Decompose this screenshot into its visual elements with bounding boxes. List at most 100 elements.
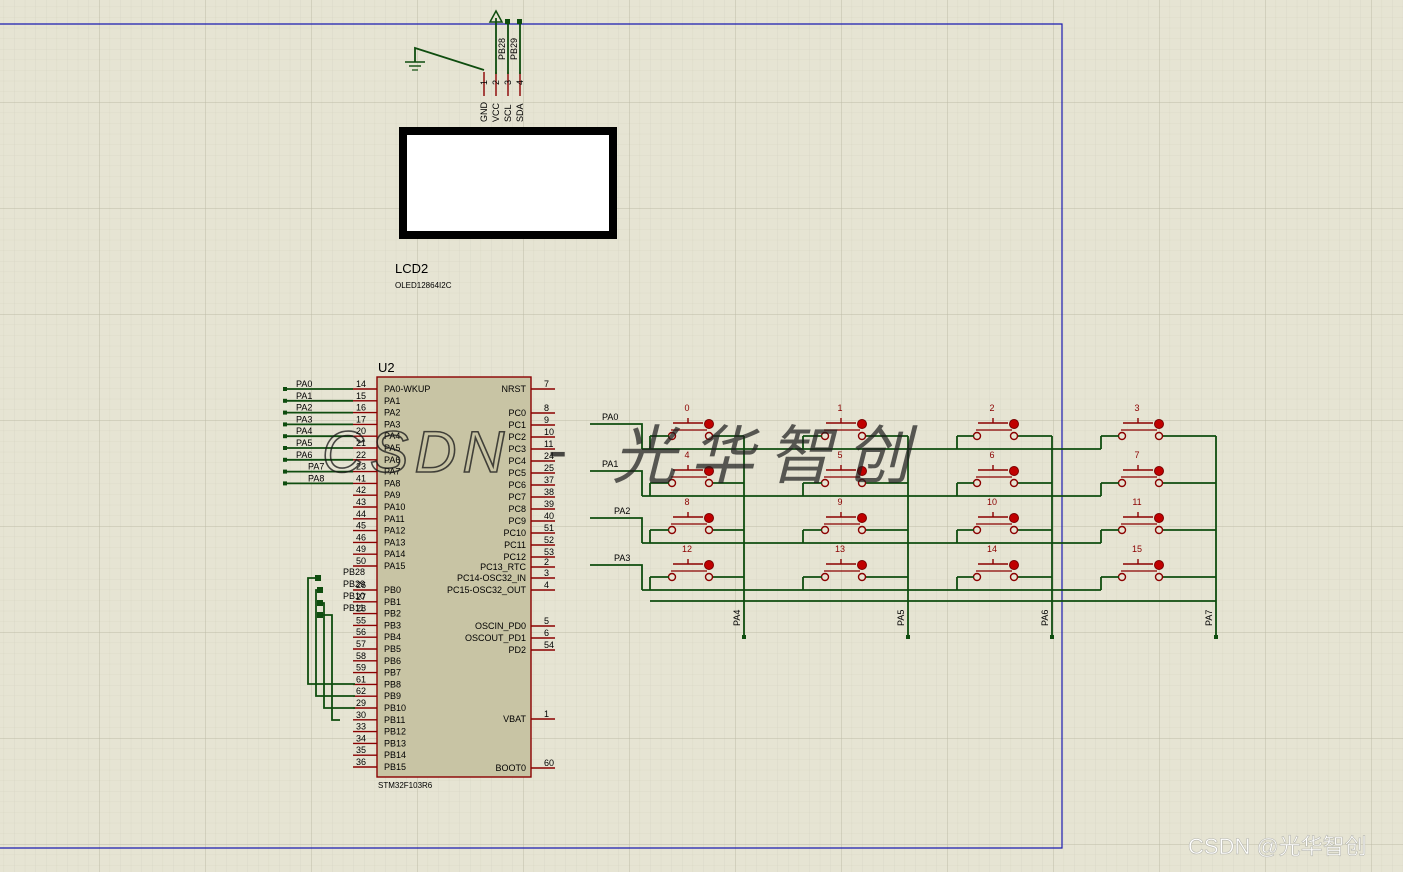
col-bus-terminal (1214, 635, 1218, 639)
lcd-pin-name: VCC (491, 102, 501, 122)
button-bottom-terminal (857, 572, 867, 582)
mcu-right-pin-name: PC0 (508, 408, 526, 418)
mcu-right-pin-name: PC6 (508, 480, 526, 490)
keypad-button[interactable]: 0 (649, 403, 714, 449)
button-bottom-terminal (1154, 431, 1164, 441)
button-bottom-terminal (1009, 478, 1019, 488)
mcu-right-pin-name: PD2 (508, 645, 526, 655)
corner-watermark: CSDN @光华智创 (1188, 834, 1367, 859)
keypad-button[interactable]: 9 (802, 497, 867, 543)
mcu-right-pin-number: 52 (544, 535, 554, 545)
keypad-button[interactable]: 7 (1100, 450, 1164, 496)
mcu-left-pin-number: 17 (356, 414, 366, 424)
lcd-display-frame[interactable] (399, 127, 617, 239)
mcu-body[interactable] (376, 376, 532, 778)
row-net-label: PA0 (602, 412, 618, 422)
keypad-button[interactable]: 15 (1100, 544, 1164, 590)
button-right-terminal (1009, 419, 1019, 429)
keypad-button[interactable]: 11 (1100, 497, 1164, 543)
lcd-pin-number: 2 (491, 80, 501, 85)
mcu-net-terminal (283, 446, 287, 450)
button-right-terminal (704, 560, 714, 570)
keypad-button[interactable]: 6 (956, 450, 1019, 496)
keypad-button[interactable]: 12 (649, 544, 714, 590)
mcu-left-pin-number: 49 (356, 544, 366, 554)
lcd-pin-name: SDA (515, 103, 525, 122)
mcu-right-pin-name: BOOT0 (495, 763, 526, 773)
mcu-right-pin-name: OSCOUT_PD1 (465, 633, 526, 643)
mcu-right-pin-number: 3 (544, 568, 549, 578)
mcu-right-pin-name: PC5 (508, 468, 526, 478)
mcu-right-pin-number: 7 (544, 379, 549, 389)
keypad-button[interactable]: 4 (649, 450, 714, 496)
lcd-pin-number: 4 (515, 80, 525, 85)
button-right-terminal (857, 466, 867, 476)
mcu-net-terminal (283, 398, 287, 403)
keypad-button[interactable]: 2 (956, 403, 1019, 449)
keypad-button-label: 8 (684, 497, 689, 507)
mcu-left-pin-name: PA14 (384, 549, 405, 559)
mcu-right-pin-name: PC4 (508, 456, 526, 466)
mcu-left-pin-name: PB13 (384, 738, 406, 748)
mcu-left-pin-number: 55 (356, 615, 366, 625)
col-bus-terminal (742, 635, 746, 639)
mcu-left-pin-name: PB11 (384, 715, 405, 725)
keypad-button-label: 9 (837, 497, 842, 507)
button-left-terminal (1117, 525, 1127, 535)
col-bus-terminal (906, 635, 910, 639)
keypad-button[interactable]: 14 (956, 544, 1019, 590)
button-left-terminal (972, 572, 982, 582)
button-right-terminal (1154, 513, 1164, 523)
mcu-left-pin-number: 57 (356, 639, 366, 649)
keypad-button-label: 2 (989, 403, 994, 413)
mcu-left-pin-name: PB10 (384, 703, 406, 713)
mcu-right-pins: 7NRST8PC09PC110PC211PC324PC425PC537PC638… (447, 379, 555, 773)
mcu-net-label: PA0 (296, 379, 312, 389)
mcu-left-pin-name: PA2 (384, 408, 400, 418)
mcu-left-pin-number: 61 (356, 674, 366, 684)
mcu-left-pin-name: PB0 (384, 585, 401, 595)
mcu-left-pin-name: PB6 (384, 656, 401, 666)
keypad-button[interactable]: 13 (802, 544, 867, 590)
button-right-terminal (1009, 513, 1019, 523)
keypad-button-label: 11 (1132, 497, 1141, 507)
keypad-button[interactable]: 10 (956, 497, 1019, 543)
mcu-right-pin-name: PC11 (504, 540, 526, 550)
mcu-net-label: PA8 (308, 473, 324, 483)
mcu-left-pin-number: 34 (356, 733, 366, 743)
keypad-button[interactable]: 5 (802, 450, 867, 496)
keypad-button-label: 1 (837, 403, 842, 413)
keypad-button-label: 15 (1132, 544, 1142, 554)
button-right-terminal (1009, 466, 1019, 476)
keypad-button[interactable]: 3 (1100, 403, 1164, 449)
sheet-border (0, 23, 1063, 849)
mcu-right-pin-name: PC9 (508, 516, 526, 526)
mcu-net-terminal (283, 481, 287, 486)
mcu-left-pin-name: PB15 (384, 762, 406, 772)
row-net-wire (590, 564, 643, 590)
button-right-terminal (857, 513, 867, 523)
keypad-button[interactable]: 1 (802, 403, 867, 449)
col-net-label: PA5 (896, 610, 906, 626)
mcu-net-label: PA7 (308, 462, 324, 472)
mcu-left-pin-number: 35 (356, 745, 366, 755)
mcu-left-pin-number: 22 (356, 450, 366, 460)
mcu-net-label: PA2 (296, 403, 312, 413)
mcu-right-pin-number: 6 (544, 628, 549, 638)
button-right-terminal (857, 560, 867, 570)
mcu-right-pin-number: 24 (544, 451, 554, 461)
mcu-right-pin-number: 53 (544, 547, 554, 557)
row-net-wire (590, 517, 643, 543)
mcu-right-pin-number: 40 (544, 511, 554, 521)
mcu-left-pin-number: 29 (356, 698, 366, 708)
keypad-button[interactable]: 8 (649, 497, 714, 543)
mcu-net-terminal (283, 422, 287, 427)
lcd-pin-name: SCL (503, 104, 513, 122)
mcu-right-pin-name: OSCIN_PD0 (475, 621, 526, 631)
row-net-wire (590, 423, 643, 449)
